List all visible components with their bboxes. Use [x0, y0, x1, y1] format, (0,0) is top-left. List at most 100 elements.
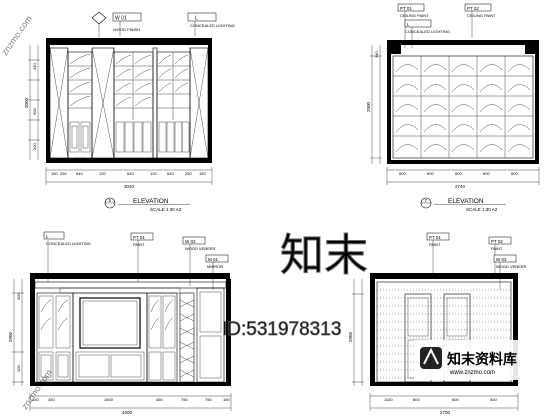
svg-text:640: 640 [167, 171, 174, 176]
material-tag-concealed-lighting: L CONCEALED LIGHTING [187, 12, 235, 36]
svg-text:250: 250 [185, 171, 192, 176]
svg-text:750: 750 [205, 397, 212, 402]
dimension-horizontal: 600 600 600 600 600 2740 [386, 167, 540, 189]
svg-text:150: 150 [51, 171, 58, 176]
svg-text:PAINT: PAINT [133, 242, 145, 247]
svg-text:150: 150 [32, 397, 39, 402]
watermark-corner-top: znzmo.com [0, 14, 34, 57]
material-tag-paint: PT 01 PAINT [426, 232, 450, 275]
svg-text:3040: 3040 [124, 184, 135, 189]
svg-text:MIRROR: MIRROR [207, 264, 223, 269]
material-tag-mirror: M 01 MIRROR [205, 254, 229, 290]
svg-text:PAINT: PAINT [491, 246, 503, 251]
svg-text:600: 600 [413, 397, 420, 402]
svg-text:W 01: W 01 [115, 16, 127, 22]
svg-text:4500: 4500 [122, 410, 133, 415]
svg-text:CONCEALED LIGHTING: CONCEALED LIGHTING [405, 29, 450, 34]
dimension-vertical: 2900 340 [366, 45, 382, 164]
elevation-title: ELEVATION [448, 198, 484, 205]
svg-text:450: 450 [156, 397, 163, 402]
svg-text:W 02: W 02 [185, 239, 196, 244]
svg-text:150: 150 [199, 171, 206, 176]
svg-text:120: 120 [99, 171, 106, 176]
material-tag-ceiling-paint-2: PT 02 CEILING PAINT [464, 3, 496, 38]
svg-text:WOOD VENEER: WOOD VENEER [185, 246, 216, 251]
shelving-bay [67, 51, 93, 159]
watermark-id: ID:531978313 [222, 319, 341, 340]
svg-text:PT 02: PT 02 [467, 6, 479, 11]
svg-text:2700: 2700 [440, 410, 451, 415]
material-tag-wood-finish: W 01 WOOD FINISH [112, 12, 142, 36]
svg-text:300: 300 [32, 143, 37, 150]
svg-text:M 01: M 01 [208, 257, 219, 262]
section-marker [91, 11, 107, 40]
shelving-bay [113, 51, 154, 159]
dimension-vertical: 2900 300 100 [8, 279, 24, 386]
svg-text:340: 340 [374, 51, 379, 58]
svg-text:WOOD VENEER: WOOD VENEER [496, 264, 527, 269]
svg-text:L: L [46, 234, 49, 239]
svg-text:CONCEALED LIGHTING: CONCEALED LIGHTING [190, 23, 235, 28]
elevation-view-7: PT 01 CEILING PAINT PT 02 CEILING PAINT … [366, 3, 540, 212]
svg-text:CEILING PAINT: CEILING PAINT [400, 13, 429, 18]
svg-text:120: 120 [150, 171, 157, 176]
svg-text:L: L [195, 16, 198, 22]
svg-text:5: 5 [109, 198, 112, 203]
svg-text:1100: 1100 [384, 397, 393, 402]
svg-text:600: 600 [511, 171, 518, 176]
svg-text:3000: 3000 [24, 97, 29, 108]
tv-panel [72, 292, 148, 383]
svg-text:PT 02: PT 02 [491, 239, 503, 244]
door [196, 287, 225, 383]
logo-url: www.znzmo.com [449, 370, 495, 376]
svg-text:640: 640 [127, 171, 134, 176]
svg-text:400: 400 [490, 397, 497, 402]
svg-text:600: 600 [427, 171, 434, 176]
svg-text:2900: 2900 [8, 331, 13, 342]
svg-text:SCALE 1:30 A2: SCALE 1:30 A2 [466, 207, 498, 212]
svg-text:640: 640 [76, 171, 83, 176]
svg-text:PT 01: PT 01 [400, 6, 412, 11]
svg-text:PAINT: PAINT [429, 242, 441, 247]
decorative-wall-panel [392, 55, 534, 159]
svg-text:2900: 2900 [348, 331, 353, 342]
svg-text:1500: 1500 [104, 397, 114, 402]
mirror-column [179, 292, 195, 383]
svg-text:CEILING PAINT: CEILING PAINT [467, 13, 496, 18]
svg-text:150: 150 [223, 397, 230, 402]
material-tag-ceiling-paint: PT 01 CEILING PAINT [397, 3, 429, 48]
elevation-label: 7 ELEVATION SCALE 1:30 A2 [420, 197, 506, 212]
elevation-label: 5 ELEVATION SCALE 1:30 A2 [104, 197, 190, 212]
svg-text:2740: 2740 [455, 184, 466, 189]
material-tag-wood-veneer: W 02 WOOD VENEER [493, 254, 527, 290]
svg-text:600: 600 [399, 171, 406, 176]
svg-text:450: 450 [48, 397, 55, 402]
elevation-title: ELEVATION [133, 198, 169, 205]
dimension-vertical: 2900 [348, 279, 364, 386]
watermark-layer: znzmo.com znzmo.com [0, 14, 54, 411]
svg-text:2900: 2900 [366, 101, 371, 112]
svg-text:100: 100 [16, 365, 21, 372]
svg-text:900: 900 [32, 108, 37, 115]
svg-text:W 02: W 02 [496, 257, 507, 262]
dimension-horizontal: 150 450 1500 450 750 750 150 4500 [29, 393, 232, 415]
svg-text:750: 750 [181, 397, 188, 402]
watermark-big-text: 知末 [280, 231, 368, 280]
svg-text:300: 300 [16, 293, 21, 300]
svg-text:SCALE 1:30 A2: SCALE 1:30 A2 [150, 207, 182, 212]
logo-mark-icon [420, 347, 442, 369]
dimension-vertical: 3000 340 900 300 [24, 45, 40, 160]
svg-text:600: 600 [455, 171, 462, 176]
dimension-horizontal: 150 250 640 120 640 120 640 250 150 3040 [45, 167, 213, 189]
svg-text:CONCEALED LIGHTING: CONCEALED LIGHTING [46, 241, 91, 246]
svg-text:PT 01: PT 01 [429, 235, 441, 240]
watermark-logo: 知末资料库 www.znzmo.com [414, 340, 560, 380]
logo-name: 知末资料库 [447, 351, 517, 367]
svg-text:340: 340 [32, 63, 37, 70]
dimension-horizontal: 1100 600 600 400 2700 [369, 393, 519, 415]
svg-text:L: L [407, 22, 410, 27]
svg-text:600: 600 [452, 397, 459, 402]
svg-text:600: 600 [483, 171, 490, 176]
shelving-bay [156, 51, 191, 159]
